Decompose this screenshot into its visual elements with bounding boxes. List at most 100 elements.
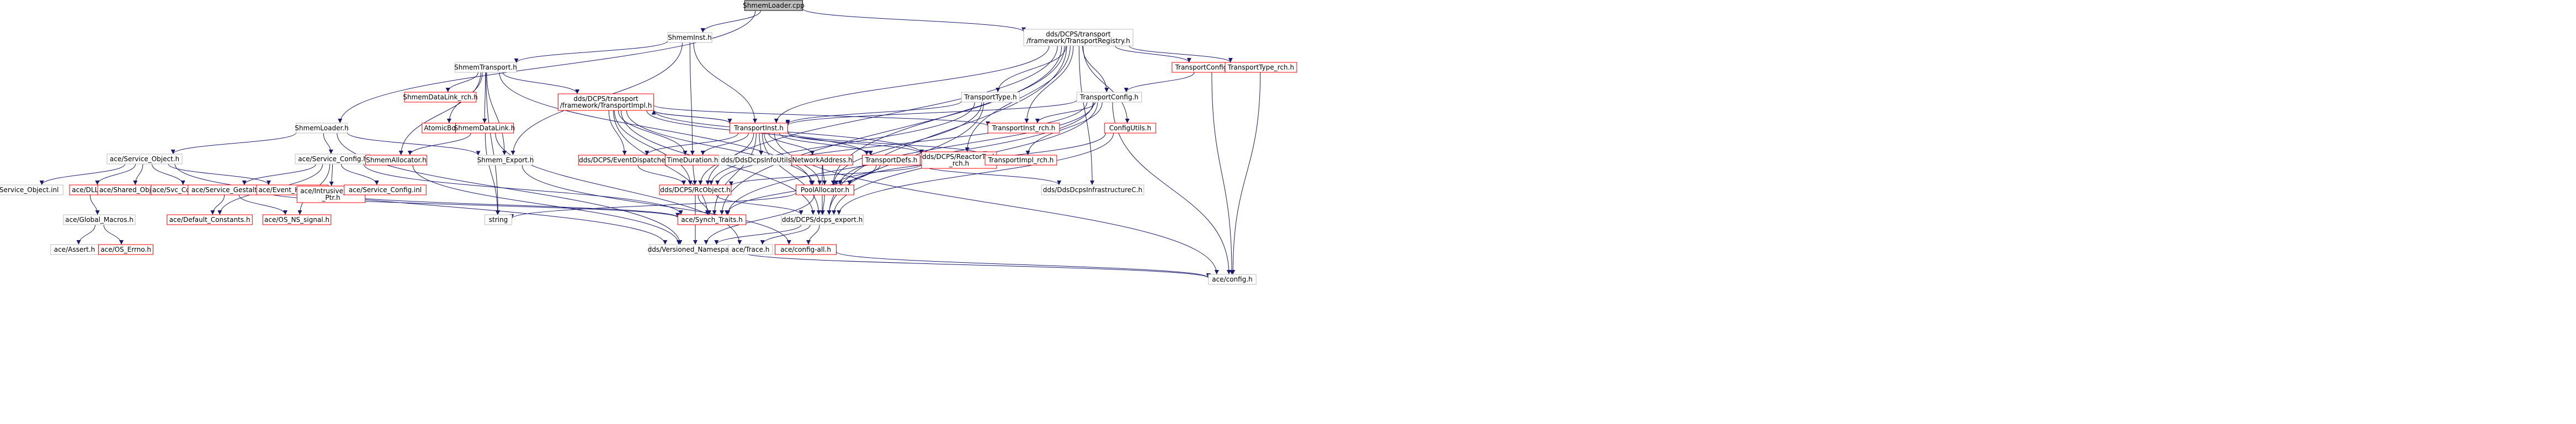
node-box — [730, 123, 788, 134]
edge-transportconfig-to-rcobject — [715, 102, 1088, 186]
edge-shmemtransport-to-datalink-rch — [445, 72, 478, 93]
node-box — [984, 155, 1057, 166]
edge-service-object-to-svc-conf-tokens — [151, 163, 185, 186]
node-label: TransportConfig.h — [1079, 93, 1138, 101]
node-label: PoolAllocator.h — [801, 186, 849, 194]
edge-shmemtransport-to-shmemdatalink — [482, 72, 487, 124]
node-os-errno: ace/OS_Errno.h — [98, 244, 153, 255]
edge-service-object-to-event-handler — [168, 163, 271, 186]
node-label: TransportType.h — [964, 93, 1016, 101]
node-box — [478, 155, 533, 166]
edge-service-config-to-synch-traits — [363, 163, 683, 215]
node-label: ace/Synch_Traits.h — [681, 216, 742, 224]
node-label: ShmemInst.h — [668, 34, 712, 41]
edge-transporttype-rch-to-config — [1231, 72, 1261, 275]
edge-service-object-to-service-object-inl — [39, 163, 125, 186]
edge-poolallocator-to-dcps-export — [820, 194, 825, 215]
edge-global-macros-to-assert — [76, 224, 95, 245]
edge-transportinst-to-transportimpl — [651, 110, 730, 124]
edge-transportinst-to-transportdefs — [779, 132, 873, 156]
edge-transporttype-to-rcobject — [709, 102, 975, 186]
node-label: TransportDefs.h — [865, 156, 918, 164]
edge-transportimpl-to-rcobject — [614, 110, 693, 186]
node-label: dds/DCPS/transport/framework/TransportIm… — [560, 95, 652, 109]
node-label: dds/DCPS/RcObject.h — [660, 186, 730, 194]
edge-transportconfig-to-transportinst — [785, 99, 1077, 126]
node-poolallocator: PoolAllocator.h — [796, 184, 854, 195]
edge-reg-to-transportinst-rch — [1024, 45, 1074, 124]
node-label: ace/Service_Gestalt.h — [191, 186, 263, 194]
node-reg: dds/DCPS/transport/framework/TransportRe… — [1023, 29, 1133, 46]
node-label: Shmem_Export.h — [477, 156, 534, 164]
node-string: string — [484, 214, 513, 225]
node-box — [862, 155, 920, 166]
node-assert: ace/Assert.h — [50, 244, 99, 255]
node-label: TransportType_rch.h — [1227, 63, 1294, 71]
edge-poolallocator-to-string — [509, 192, 796, 219]
node-label: ConfigUtils.h — [1109, 124, 1151, 132]
edge-dcps-export-to-config-all — [806, 224, 820, 245]
node-box — [1208, 274, 1257, 285]
node-label: ace/Assert.h — [54, 246, 95, 253]
edge-service-object-to-shared-object — [133, 163, 143, 186]
edge-shmemloader-to-service-object — [171, 132, 297, 155]
node-versioned-namespace: dds/Versioned_Namespace.h — [648, 244, 743, 255]
node-label: string — [489, 216, 508, 224]
node-global-macros: ace/Global_Macros.h — [63, 214, 136, 225]
edge-timeduration-to-rcobject — [693, 165, 698, 186]
edge-transporttype-to-transportinst — [785, 100, 962, 125]
node-shmemallocator: ShmemAllocator.h — [365, 155, 428, 166]
edge-shmemtransport-to-string — [486, 72, 501, 215]
node-box — [365, 155, 428, 166]
node-box — [781, 214, 864, 225]
node-label: dds/DCPS/transport/framework/TransportRe… — [1026, 30, 1130, 45]
node-label: ace/Global_Macros.h — [65, 216, 134, 224]
node-box — [167, 214, 253, 225]
edge-service-gestalt-to-synch-traits — [266, 192, 680, 218]
node-transporttype-rch: TransportType_rch.h — [1225, 62, 1297, 73]
node-label: ShmemLoader.cpp — [743, 2, 805, 9]
node-shmem-export: Shmem_Export.h — [477, 155, 534, 166]
node-synch-traits: ace/Synch_Traits.h — [677, 214, 747, 225]
node-label: ShmemTransport.h — [454, 63, 517, 71]
edge-eventdispatcher-to-rcobject — [637, 165, 686, 186]
edge-service-gestalt-to-default-constants — [210, 194, 225, 215]
node-root: ShmemLoader.cpp — [743, 0, 805, 11]
node-label: dds/DCPS/EventDispatcher.h — [579, 156, 674, 164]
edge-transportconfig-rch-to-transportconfig — [1124, 72, 1195, 93]
node-rcobject: dds/DCPS/RcObject.h — [659, 184, 732, 195]
edge-service-gestalt-to-os-ns-signal — [238, 194, 288, 215]
node-label: ace/Service_Object.inl — [0, 186, 58, 194]
node-reactortask-rch: dds/DCPS/ReactorTask_rch.h — [921, 151, 997, 169]
node-label: ace/Shared_Object.h — [99, 186, 168, 194]
edge-shmeminst-to-shmemtransport — [514, 40, 668, 63]
edge-reg-to-transportinst — [774, 45, 1050, 124]
node-box — [63, 214, 136, 225]
node-label: dds/DCPS/dcps_export.h — [782, 216, 863, 224]
edge-root-to-reg — [802, 8, 1026, 33]
edge-transporttype-to-poolallocator — [832, 102, 982, 186]
node-box — [455, 123, 514, 134]
node-shmemtransport: ShmemTransport.h — [454, 62, 517, 73]
node-transporttype: TransportType.h — [961, 92, 1020, 103]
edge-transportconfig-to-poolallocator — [838, 102, 1094, 186]
edge-event-handler-to-synch-traits — [328, 192, 680, 218]
edge-transportconfig-rch-to-config — [1211, 72, 1234, 275]
node-service-config: ace/Service_Config.h — [295, 153, 371, 165]
edge-transportinst-to-transportimpl-rch — [787, 131, 987, 156]
edge-transportinst-to-networkaddress — [768, 132, 815, 156]
edge-reg-to-transporttype — [996, 45, 1067, 93]
edge-transportinst-to-timeduration — [700, 132, 749, 156]
edge-transportimpl-to-poolallocator — [626, 110, 815, 186]
node-box — [0, 184, 63, 195]
node-transportinst: TransportInst.h — [730, 123, 788, 134]
edge-reactortask-rch-to-rcobject — [729, 164, 922, 187]
node-shmemloader: ShmemLoader.h — [295, 123, 349, 134]
node-shmemdatalink: ShmemDataLink.h — [454, 123, 515, 134]
edge-shmemtransport-to-shmemallocator — [398, 72, 481, 156]
node-label: TimeDuration.h — [667, 156, 718, 164]
node-label: ace/OS_NS_signal.h — [264, 216, 329, 224]
node-box — [296, 123, 348, 134]
node-label: ace/Service_Object.h — [110, 155, 179, 163]
